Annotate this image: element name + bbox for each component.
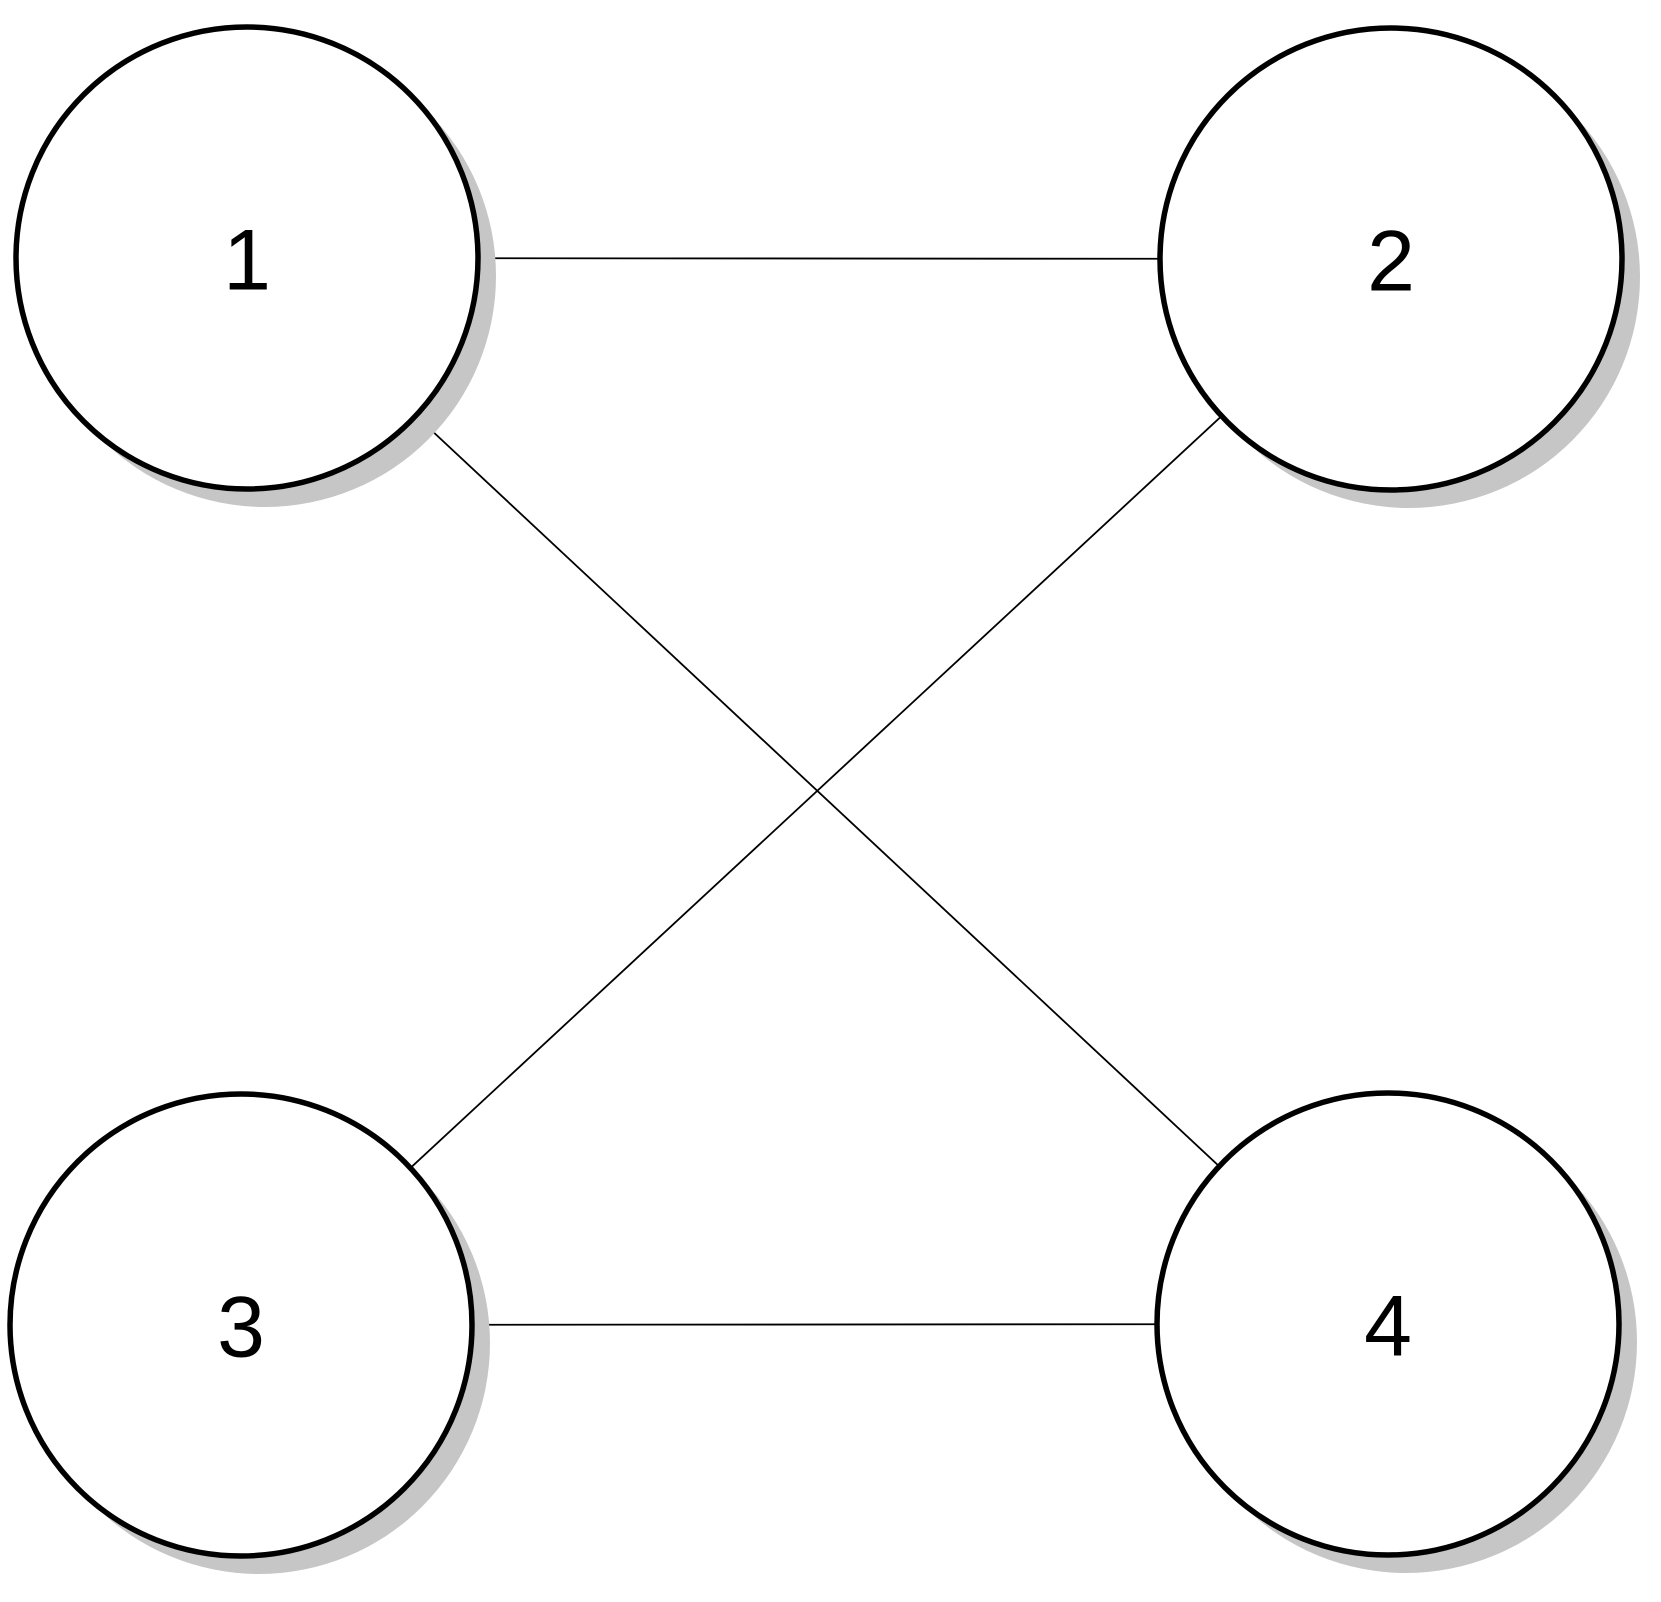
node-3-circle xyxy=(7,1091,475,1559)
node-3: 3 xyxy=(7,1091,490,1574)
node-1-label: 1 xyxy=(223,212,271,308)
node-4-label: 4 xyxy=(1364,1278,1412,1374)
edge-2-3 xyxy=(240,258,1392,1326)
node-1-circle xyxy=(13,24,481,492)
node-3-label: 3 xyxy=(217,1279,265,1375)
node-2: 2 xyxy=(1157,25,1640,508)
node-2-circle xyxy=(1157,25,1625,493)
node-2-label: 2 xyxy=(1367,213,1415,309)
node-4: 4 xyxy=(1154,1090,1637,1573)
node-1: 1 xyxy=(13,24,496,507)
node-4-circle xyxy=(1154,1090,1622,1558)
